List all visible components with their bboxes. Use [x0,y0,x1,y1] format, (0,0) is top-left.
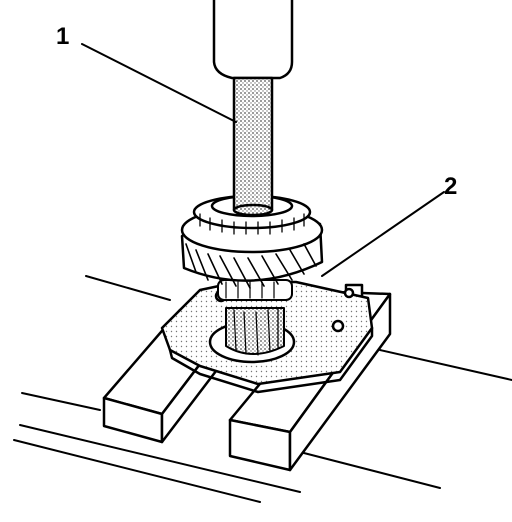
press-ram [212,0,294,217]
pinion-shaft [217,279,293,356]
bench-lines [13,275,512,503]
callout-2: 2 [444,173,457,200]
leader-2 [321,191,445,277]
callout-leaders [81,43,445,277]
callout-1: 1 [56,23,69,50]
leader-1 [81,43,237,123]
